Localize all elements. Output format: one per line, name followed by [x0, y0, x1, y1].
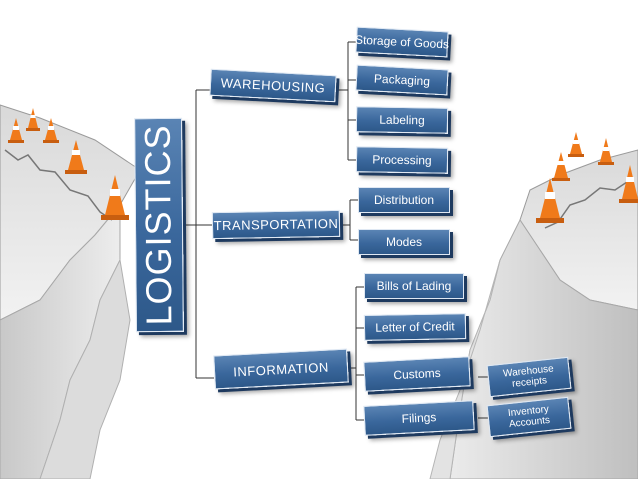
node-modes: Modes: [358, 229, 450, 255]
left-crack: [4, 149, 113, 221]
node-label: Inventory Accounts: [507, 403, 551, 431]
node-customs: Customs: [363, 356, 471, 392]
category-label: TRANSPORTATION: [213, 215, 339, 234]
node-filings: Filings: [363, 400, 475, 436]
logistics-root-label: LOGISTICS: [137, 124, 180, 326]
node-storage-of-goods: Storage of Goods: [354, 26, 450, 58]
node-label: Processing: [372, 152, 432, 168]
node-label: Distribution: [373, 193, 435, 207]
node-label: Packaging: [373, 71, 431, 89]
node-label: Labeling: [379, 112, 425, 128]
category-transportation: TRANSPORTATION: [211, 209, 341, 240]
node-label: Warehouse receipts: [502, 363, 555, 390]
left-cliff-step: [39, 258, 131, 479]
node-processing: Processing: [355, 146, 449, 174]
category-information: INFORMATION: [213, 348, 349, 390]
traffic-cones-left: [8, 108, 129, 220]
node-label: Modes: [385, 235, 423, 249]
traffic-cones-right: [536, 132, 638, 223]
connector-lines: [183, 41, 488, 421]
node-letter-of-credit: Letter of Credit: [363, 313, 467, 341]
node-label: Letter of Credit: [375, 319, 455, 335]
node-bills-of-lading: Bills of Lading: [364, 273, 464, 299]
node-label: Bills of Lading: [376, 279, 452, 293]
node-labeling: Labeling: [355, 106, 449, 134]
logistics-root-box: LOGISTICS: [134, 117, 184, 333]
node-label: Customs: [392, 365, 442, 383]
category-label: INFORMATION: [232, 359, 330, 379]
node-packaging: Packaging: [355, 64, 449, 96]
node-label: Filings: [401, 410, 437, 426]
node-label: Storage of Goods: [354, 32, 450, 52]
node-distribution: Distribution: [358, 187, 450, 213]
category-label: WAREHOUSING: [220, 75, 326, 96]
